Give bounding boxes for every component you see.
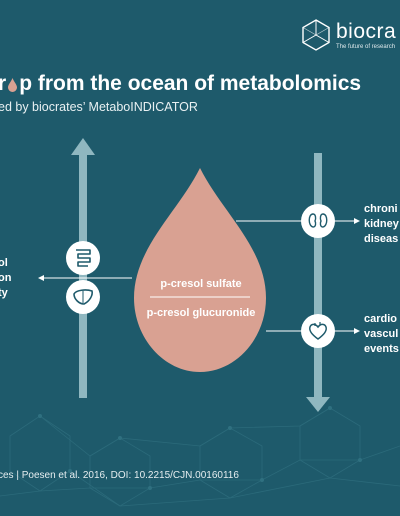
left-label-line-3: ty [0,287,8,299]
biocrates-logo: biocra The future of research [300,18,400,52]
title-fragment-1: r [0,72,7,95]
right-down-arrow [306,153,330,412]
left-label-line-1: ol [0,257,8,269]
drop-to-kidney-arrow [236,218,360,224]
title-fragment-2: p [19,72,33,95]
drop-to-left-arrow [38,275,132,281]
metabolite-label-1: p-cresol sulfate [160,278,242,290]
cardio-outcome-line-3: events [364,343,399,355]
kidney-icon [301,204,335,238]
title-rest: from the ocean of metabolomics [37,72,362,95]
intestine-icon [66,241,100,275]
brand-name: biocra [336,20,397,43]
network-background [0,406,400,507]
metabolite-drop [134,168,266,372]
metabolite-label-2: p-cresol glucuronide [146,307,256,319]
reference-footer: ces | Poesen et al. 2016, DOI: 10.2215/C… [0,470,239,481]
left-label-line-2: on [0,272,12,284]
logo-hexagon-icon [302,19,330,51]
brand-tagline: The future of research [336,44,396,50]
left-up-arrow [71,138,95,398]
drop-letter-icon [8,78,18,92]
kidney-outcome-line-3: diseas [364,233,399,245]
cardio-outcome-line-1: cardio [364,313,398,325]
subtitle: ed by biocrates’ MetaboINDICATOR [0,100,198,114]
liver-icon [66,280,100,314]
heart-icon [301,314,335,348]
kidney-outcome-line-1: chroni [364,203,398,215]
cardio-outcome-line-2: vascul [364,328,399,340]
kidney-outcome-line-2: kidney [364,218,399,230]
